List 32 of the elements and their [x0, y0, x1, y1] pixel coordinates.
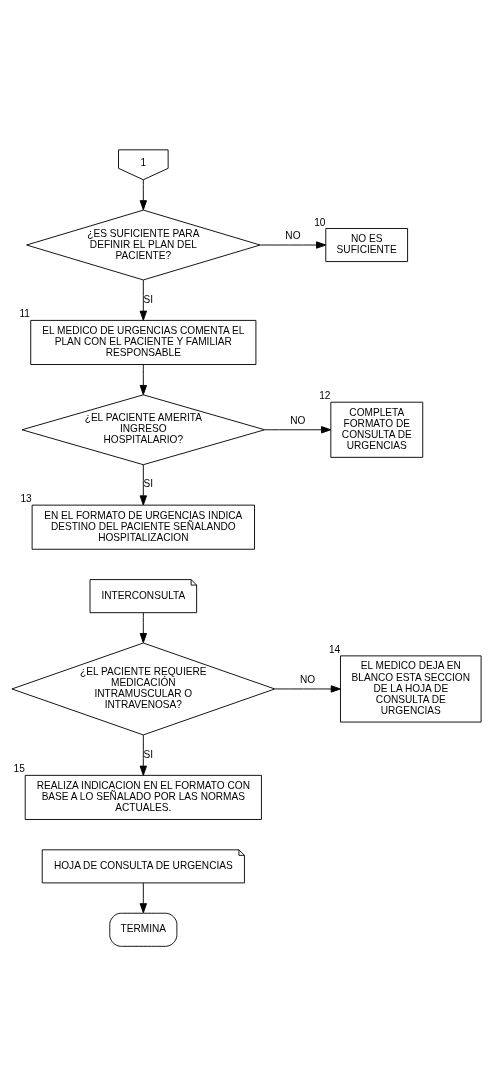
node-box: COMPLETA FORMATO DE CONSULTA DE URGENCIAS	[330, 401, 424, 458]
arrow	[139, 364, 147, 395]
node-label: 13	[20, 492, 32, 504]
node-diamond: ¿EL PACIENTE AMERITA INGRESO HOSPITALARIO?	[21, 393, 266, 465]
node-box: EN EL FORMATO DE URGENCIAS INDICA DESTINO DEL PACIENTE SEÑALANDO HOSPITALIZACION	[31, 504, 255, 550]
arrow	[139, 279, 147, 321]
arrow	[259, 240, 327, 249]
arrow	[139, 734, 147, 776]
edge-label: SI	[143, 748, 154, 760]
node-box: NO ES SUFICIENTE	[325, 227, 409, 262]
arrow	[139, 882, 147, 913]
edge-label: NO	[285, 229, 301, 241]
node-diamond: ¿ES SUFICIENTE PARA DEFINIR EL PLAN DEL PACIENTE?	[26, 209, 261, 280]
edge-label: SI	[143, 477, 154, 489]
node-box: REALIZA INDICACION EN EL FORMATO CON BASE A LO SEÑALADO POR LAS NORMAS ACTUALES.	[24, 774, 262, 820]
arrow	[274, 684, 341, 693]
arrow	[139, 611, 147, 643]
node-box: EL MEDICO DE URGENCIAS COMENTA EL PLAN CON EL PACIENTE Y FAMILIAR RESPONSABLE	[30, 319, 257, 365]
node-label: 12	[319, 389, 331, 401]
node-label: 10	[314, 216, 326, 228]
arrow	[264, 425, 332, 433]
node-label: 14	[328, 643, 341, 655]
node-diamond: ¿EL PACIENTE REQUIERE MEDICACIÓN INTRAMUSCULAR O INTRAVENOSA?	[11, 642, 276, 735]
node-label: 11	[19, 307, 31, 319]
edge-label: SI	[143, 293, 154, 305]
edge-label: NO	[290, 414, 306, 426]
node-label: 15	[13, 762, 25, 774]
arrow	[139, 463, 147, 505]
node-box: EL MEDICO DEJA EN BLANCO ESTA SECCION DE LA HOJA DE CONSULTA DE URGENCIAS	[340, 654, 482, 722]
node-box: TERMINA	[109, 912, 178, 947]
edge-label: NO	[300, 673, 316, 685]
arrow	[139, 179, 147, 210]
